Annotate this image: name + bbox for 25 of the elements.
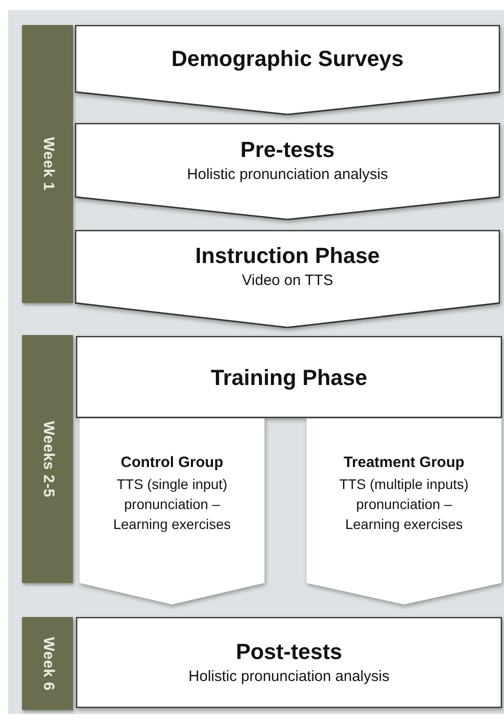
process-step [79, 418, 265, 605]
step-description: Holistic pronunciation analysis [187, 164, 388, 184]
process-step [75, 123, 500, 220]
step-description: TTS (single input) pronunciation – Learning exercises [112, 475, 232, 534]
step-title: Control Group [120, 453, 224, 473]
step-title: Post-tests [236, 638, 342, 666]
week-label: Week 6 [38, 636, 58, 690]
step-description: TTS (multiple inputs) pronunciation – Learning exercises [338, 475, 470, 534]
process-box [76, 336, 502, 418]
week-label: Weeks 2-5 [38, 420, 58, 498]
process-step [75, 230, 500, 328]
process-step [75, 25, 500, 115]
step-description: Video on TTS [242, 271, 334, 291]
process-step [306, 418, 502, 605]
week-band [22, 25, 73, 303]
step-title: Treatment Group [344, 453, 464, 473]
step-title: Instruction Phase [195, 242, 380, 270]
step-description: Holistic pronunciation analysis [188, 667, 390, 687]
step-title: Demographic Surveys [171, 45, 404, 73]
process-box [76, 617, 502, 708]
step-title: Training Phase [210, 364, 368, 392]
week-band [22, 617, 73, 710]
week-band [22, 335, 73, 583]
step-title: Pre-tests [240, 136, 335, 164]
week-label: Week 1 [38, 137, 58, 191]
